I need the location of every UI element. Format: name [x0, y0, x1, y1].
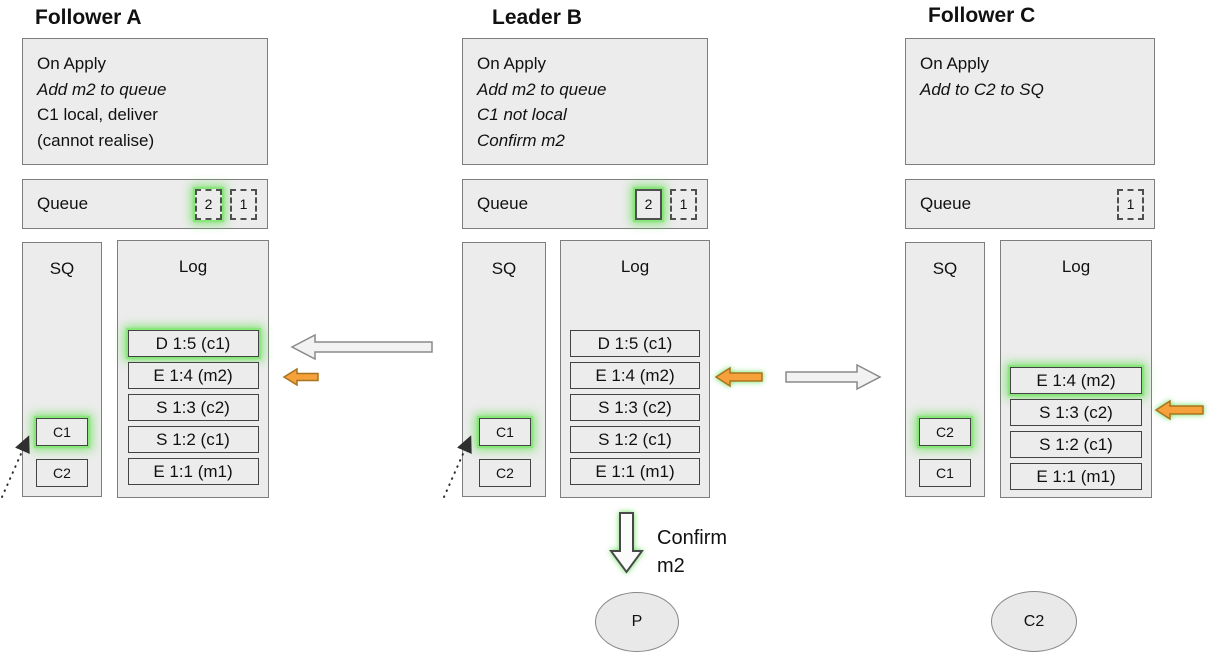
on-apply-line: On Apply [37, 54, 106, 73]
log-box-b: Log D 1:5 (c1) E 1:4 (m2) S 1:3 (c2) S 1… [560, 240, 710, 498]
log-entry: S 1:2 (c1) [1010, 431, 1142, 458]
log-entry: E 1:1 (m1) [570, 458, 700, 485]
actor-c2: C2 [991, 591, 1077, 652]
sq-label: SQ [932, 259, 958, 278]
log-entry: E 1:4 (m2) [127, 362, 259, 389]
apply-pointer-a-icon [282, 367, 319, 387]
queue-item: 1 [1117, 188, 1144, 220]
sq-item: C1 [36, 418, 88, 446]
on-apply-line: C1 local, deliver [37, 105, 158, 124]
on-apply-line: Add m2 to queue [477, 79, 607, 99]
on-apply-line: (cannot realise) [37, 130, 155, 150]
node-title-leader-b: Leader B [492, 6, 582, 29]
log-entry: D 1:5 (c1) [570, 330, 700, 357]
sq-label: SQ [49, 259, 75, 278]
on-apply-line: C1 not local [477, 105, 567, 124]
log-entry: S 1:3 (c2) [127, 394, 259, 421]
log-entry: E 1:4 (m2) [1010, 367, 1142, 394]
queue-item: 1 [670, 188, 697, 220]
log-entry: E 1:1 (m1) [127, 458, 259, 485]
queue-item: 2 [635, 188, 662, 220]
on-apply-line: On Apply [920, 54, 989, 73]
on-apply-box-c: On Apply Add to C2 to SQ [905, 38, 1155, 165]
sq-box-a: SQ C1 C2 [22, 242, 102, 497]
actor-p: P [595, 592, 679, 652]
log-label: Log [1061, 257, 1091, 276]
log-box-c: Log E 1:4 (m2) S 1:3 (c2) S 1:2 (c1) E 1… [1000, 240, 1152, 498]
on-apply-line: Confirm m2 [477, 130, 565, 150]
sq-item: C2 [919, 418, 971, 446]
on-apply-line: Add m2 to queue [37, 79, 167, 99]
log-entry: S 1:3 (c2) [1010, 399, 1142, 426]
queue-label: Queue [37, 194, 89, 213]
sq-item: C1 [479, 418, 531, 446]
log-entry: S 1:2 (c1) [127, 426, 259, 453]
log-box-a: Log D 1:5 (c1) E 1:4 (m2) S 1:3 (c2) S 1… [117, 240, 269, 498]
log-label: Log [620, 257, 650, 276]
log-label: Log [178, 257, 208, 276]
node-title-follower-a: Follower A [35, 6, 142, 29]
log-entry: E 1:1 (m1) [1010, 463, 1142, 490]
queue-box-a: Queue 2 1 [22, 179, 268, 229]
confirm-label: Confirm m2 [657, 527, 728, 577]
apply-pointer-c-icon [1154, 399, 1204, 421]
queue-box-c: Queue 1 [905, 179, 1155, 229]
node-title-follower-c: Follower C [928, 4, 1036, 27]
log-entry: E 1:4 (m2) [570, 362, 700, 389]
replicate-right-arrow-icon [785, 363, 882, 391]
sq-box-c: SQ C2 C1 [905, 242, 985, 497]
log-entry: S 1:3 (c2) [570, 394, 700, 421]
apply-pointer-b-icon [714, 366, 763, 388]
sq-item: C2 [36, 459, 88, 487]
queue-item: 1 [230, 188, 257, 220]
sq-item: C1 [919, 459, 971, 487]
queue-label: Queue [920, 194, 972, 213]
log-entry: S 1:2 (c1) [570, 426, 700, 453]
on-apply-box-b: On Apply Add m2 to queue C1 not local Co… [462, 38, 708, 165]
actor-label: C2 [1023, 612, 1045, 630]
actor-label: P [631, 613, 643, 630]
on-apply-box-a: On Apply Add m2 to queue C1 local, deliv… [22, 38, 268, 165]
on-apply-line: Add to C2 to SQ [920, 79, 1044, 99]
confirm-down-arrow-icon [609, 512, 644, 574]
sq-label: SQ [491, 259, 517, 278]
replicate-left-arrow-icon [290, 333, 433, 361]
queue-box-b: Queue 2 1 [462, 179, 708, 229]
queue-item: 2 [195, 188, 222, 220]
sq-item: C2 [479, 459, 531, 487]
queue-label: Queue [477, 194, 529, 213]
log-entry: D 1:5 (c1) [127, 330, 259, 357]
sq-box-b: SQ C1 C2 [462, 242, 546, 497]
on-apply-line: On Apply [477, 54, 546, 73]
